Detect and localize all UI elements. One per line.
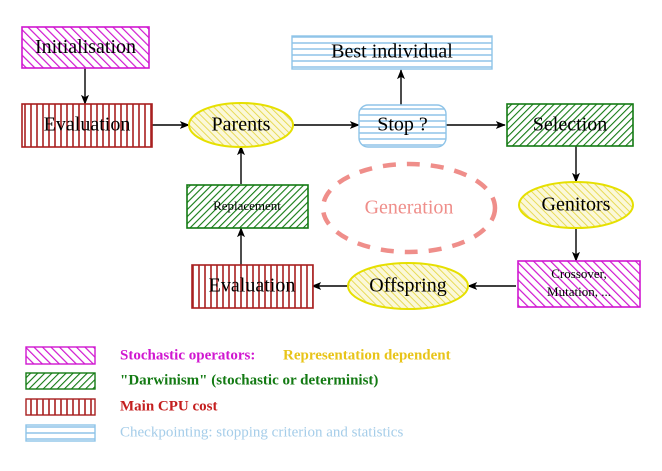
- best-individual-box: [291, 35, 493, 70]
- stop-box: [358, 104, 447, 148]
- generation-label: Generation: [365, 197, 454, 219]
- offspring-ellipse: [347, 262, 469, 310]
- offspring-label: Offspring: [369, 275, 446, 297]
- initialisation-box: [21, 26, 150, 69]
- legend: Stochastic operators: Representation dep…: [25, 346, 451, 442]
- best-individual-label: Best individual: [331, 41, 453, 63]
- legend-item-darwinism: "Darwinism" (stochastic or determinist): [25, 372, 378, 390]
- node-stop[interactable]: Stop ?: [358, 104, 447, 148]
- legend-item-stochastic-operators: Stochastic operators: Representation dep…: [25, 346, 451, 365]
- legend-label-checkpointing: Checkpointing: stopping criterion and st…: [120, 424, 403, 440]
- stop-label: Stop ?: [377, 114, 428, 136]
- crossover-label-line2: Mutation, ...: [547, 284, 611, 299]
- selection-box: [506, 103, 634, 147]
- node-evaluation-bottom[interactable]: Evaluation: [191, 264, 314, 309]
- node-selection[interactable]: Selection: [506, 103, 634, 147]
- legend-label-darwinism: "Darwinism" (stochastic or determinist): [120, 372, 378, 388]
- parents-label: Parents: [212, 114, 271, 136]
- legend-label-representation-dependent: Representation dependent: [283, 347, 451, 363]
- node-evaluation-top[interactable]: Evaluation: [21, 103, 153, 148]
- evaluation-top-label: Evaluation: [44, 114, 131, 136]
- legend-swatch-magenta-hatch: [25, 346, 96, 365]
- evaluation-bottom-box: [191, 264, 314, 309]
- legend-item-main-cpu-cost: Main CPU cost: [25, 398, 218, 416]
- replacement-label: Replacement: [213, 198, 281, 213]
- evaluation-top-box: [21, 103, 153, 148]
- legend-label-main-cpu-cost: Main CPU cost: [120, 398, 218, 414]
- crossover-label-line1: Crossover,: [551, 266, 606, 281]
- node-best-individual[interactable]: Best individual: [291, 35, 493, 70]
- parents-ellipse: [188, 102, 294, 148]
- legend-label-stochastic-operators: Stochastic operators:: [120, 347, 255, 363]
- node-generation: Generation: [320, 161, 498, 255]
- node-replacement[interactable]: Replacement: [186, 184, 309, 229]
- node-parents[interactable]: Parents: [188, 102, 294, 148]
- edge-group: [81, 68, 580, 290]
- legend-swatch-blue-horizontal: [25, 424, 96, 442]
- genitors-ellipse: [518, 181, 634, 229]
- legend-swatch-red-vertical: [25, 398, 96, 416]
- legend-swatch-green-hatch: [25, 372, 96, 390]
- legend-item-checkpointing: Checkpointing: stopping criterion and st…: [25, 424, 403, 442]
- selection-label: Selection: [533, 114, 607, 136]
- evaluation-bottom-label: Evaluation: [209, 275, 296, 297]
- node-offspring[interactable]: Offspring: [347, 262, 469, 310]
- replacement-box: [186, 184, 309, 229]
- crossover-mutation-box: [517, 260, 641, 308]
- node-initialisation[interactable]: Initialisation: [21, 26, 150, 69]
- genitors-label: Genitors: [542, 194, 611, 216]
- initialisation-label: Initialisation: [35, 36, 136, 58]
- node-crossover-mutation[interactable]: Crossover, Mutation, ...: [517, 260, 641, 308]
- node-genitors[interactable]: Genitors: [518, 181, 634, 229]
- generation-dashed-ellipse: [320, 161, 498, 255]
